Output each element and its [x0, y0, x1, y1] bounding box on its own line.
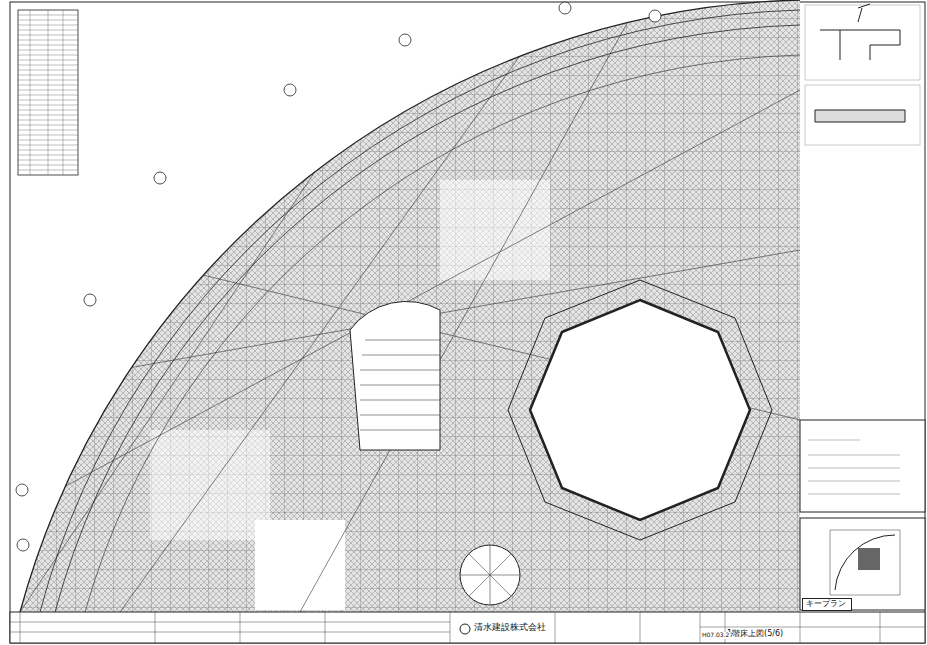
- panel-title: キープラン: [803, 599, 851, 610]
- title-block-text: H07.03.27: [702, 632, 733, 639]
- key-plan-tab: キープラン: [802, 598, 852, 611]
- title-block-text: 清水建設株式会社: [474, 623, 546, 633]
- title-block-text: 1階床上図(5/6): [727, 630, 783, 639]
